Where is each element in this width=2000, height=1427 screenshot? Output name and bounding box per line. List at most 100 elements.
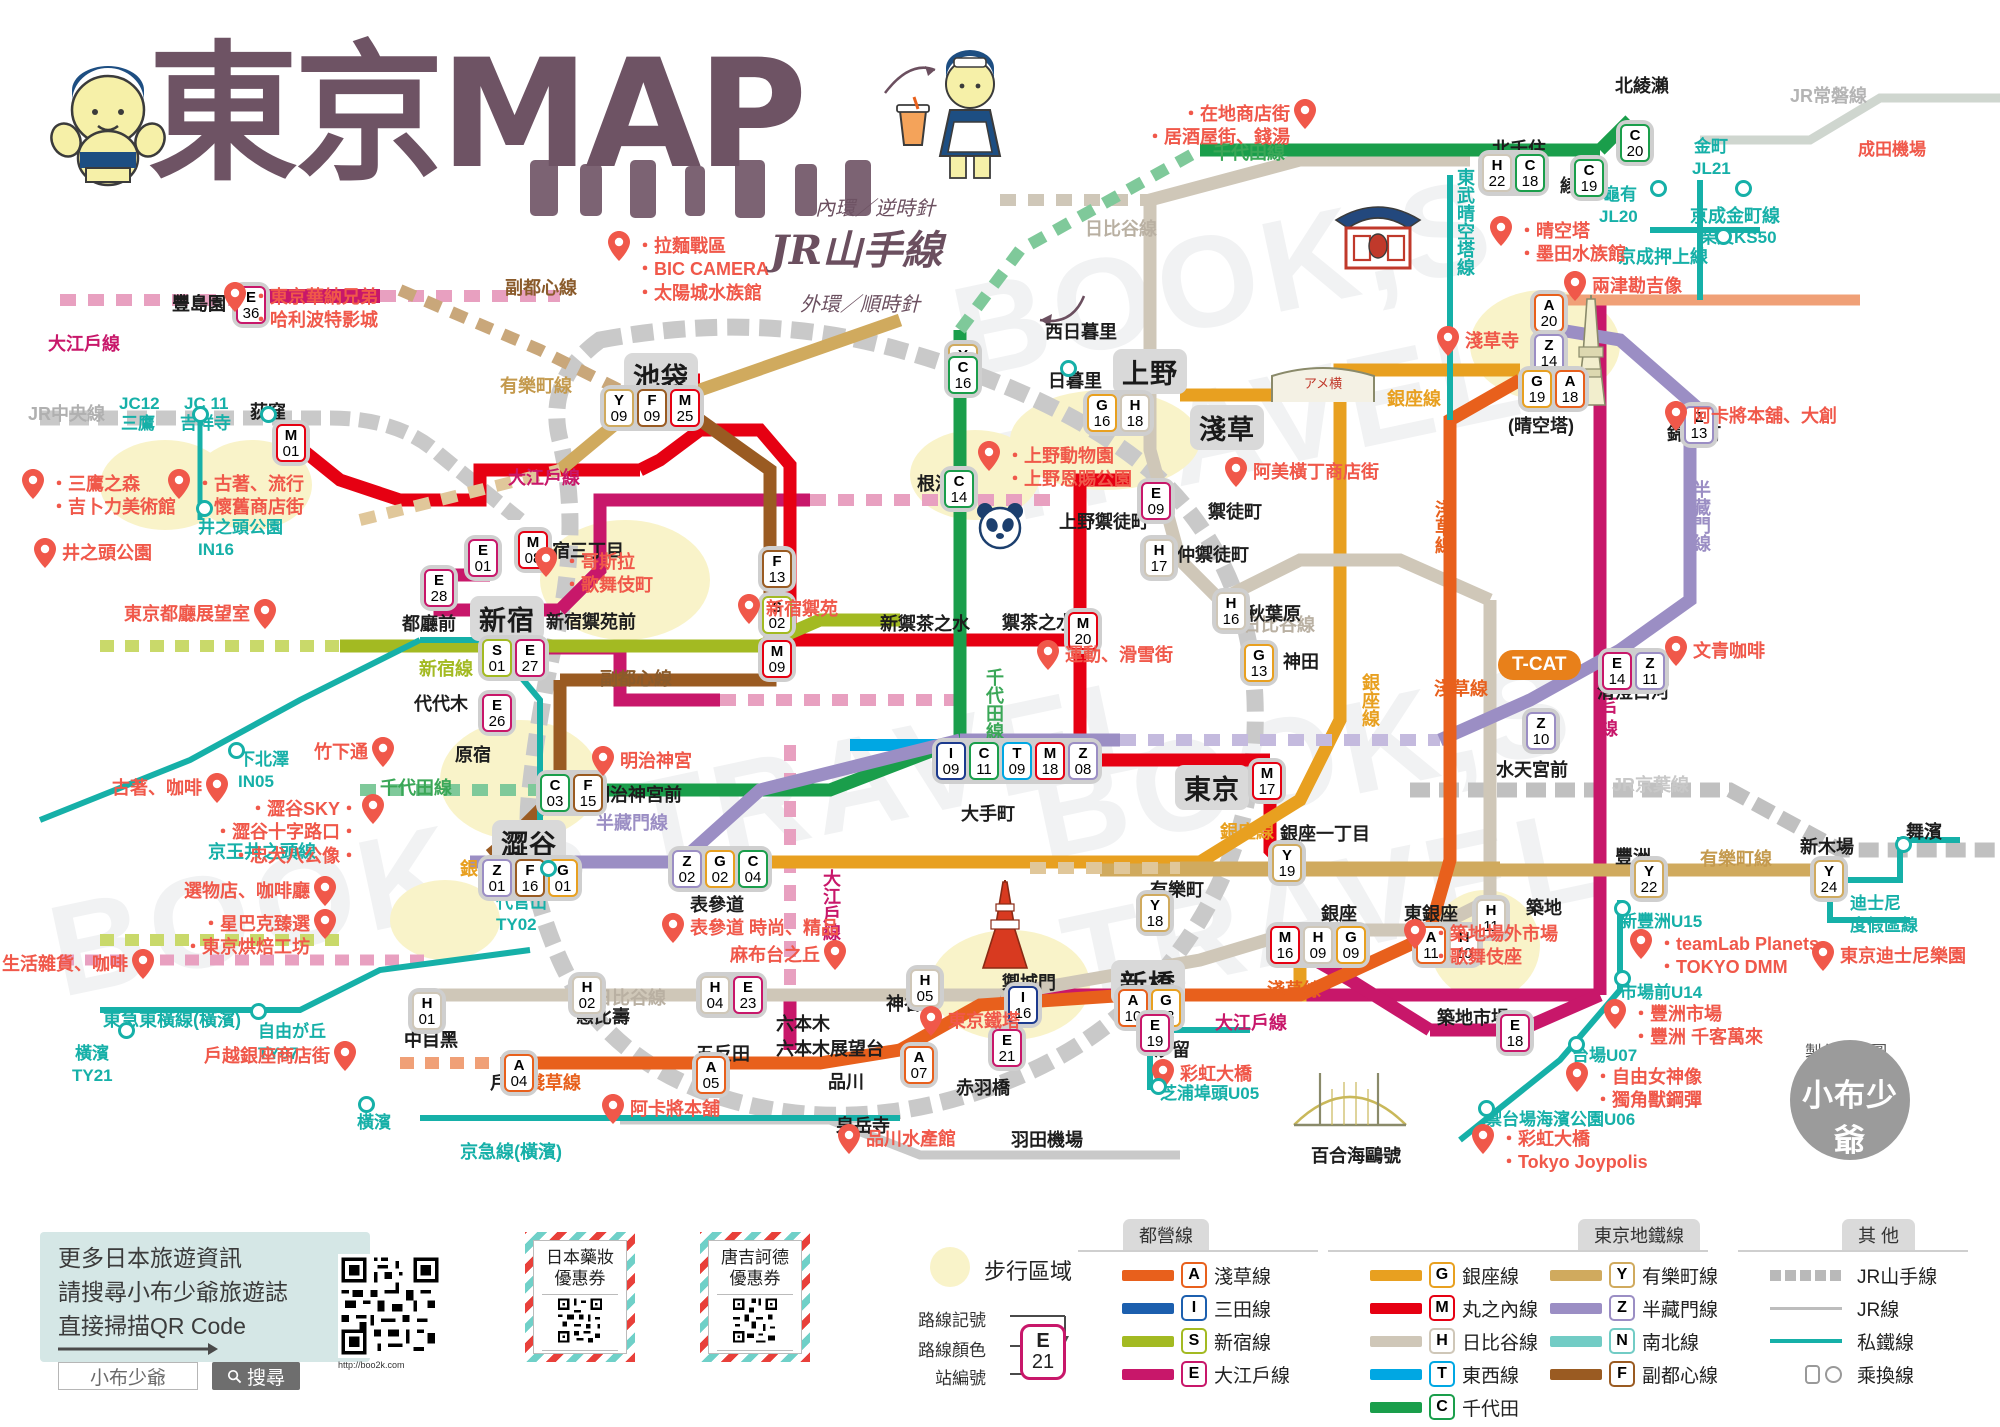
station-name[interactable]: 中目黑 (404, 1030, 458, 1050)
station-name[interactable]: 禦茶之水 (1002, 613, 1074, 633)
station-name[interactable]: 禦徒町 (1208, 502, 1262, 522)
station-name[interactable]: 日暮里 (1048, 371, 1102, 391)
poi-label[interactable]: 阿卡將本舖 (630, 1098, 720, 1121)
poi-label[interactable]: 阿卡將本舖、大創 (1693, 405, 1837, 428)
major-station-name[interactable]: 上野 (1113, 349, 1187, 394)
search-input[interactable]: 小布少爺 (58, 1362, 198, 1390)
poi-label[interactable]: 東京鐵塔 (948, 1010, 1020, 1033)
station-name[interactable]: 北綾瀨 (1615, 76, 1669, 96)
search-button[interactable]: 搜尋 (212, 1362, 300, 1390)
poi-label[interactable]: 文青咖啡 (1693, 640, 1765, 663)
private-rail-station-label[interactable]: 度假區線 (1850, 916, 1918, 935)
private-rail-station-circle[interactable] (118, 1022, 135, 1039)
poi-label[interactable]: ・東京華納兄弟・哈利波特影城 (252, 286, 378, 333)
poi-label[interactable]: 選物店、咖啡廳 (0, 880, 310, 903)
station-name[interactable]: 舞濱 (1906, 822, 1942, 842)
coupon-donki[interactable]: 唐吉訶德 優惠券 (700, 1232, 810, 1362)
qr-code-main[interactable] (338, 1254, 442, 1358)
poi-label[interactable]: ・澀谷SKY・・澀谷十字路口・・忠犬八公像・ (0, 798, 358, 868)
poi-label[interactable]: ・teamLab Planets・TOKYO DMM (1658, 933, 1819, 980)
poi-label[interactable]: ・彩虹大橋・Tokyo Joypolis (1500, 1128, 1648, 1175)
private-rail-station-label[interactable]: TY02 (496, 915, 537, 934)
poi-label[interactable]: 麻布台之丘 (0, 944, 820, 967)
station-name[interactable]: 秋葉原 (1247, 604, 1301, 624)
station-name[interactable]: 都廳前 (402, 614, 456, 634)
private-rail-station-circle[interactable] (1735, 180, 1752, 197)
poi-label[interactable]: 品川水產館 (866, 1128, 956, 1151)
private-rail-station-label[interactable]: 井之頭公園 (198, 518, 283, 537)
poi-label[interactable]: ・築地場外市場・歌舞伎座 (1432, 923, 1558, 970)
poi-label[interactable]: ・自由女神像・獨角獸鋼彈 (1594, 1066, 1702, 1113)
private-rail-station-circle[interactable] (228, 742, 245, 759)
station-name[interactable]: 六本木 (776, 1014, 830, 1034)
station-name[interactable]: 仲禦徒町 (1177, 545, 1249, 565)
station-name[interactable]: (晴空塔) (1508, 416, 1574, 436)
private-rail-station-circle[interactable] (1150, 1078, 1167, 1095)
poi-label[interactable]: ・哥斯拉・歌舞伎町 (563, 551, 653, 598)
poi-label[interactable]: ・三鷹之森・吉卜力美術館 (50, 473, 176, 520)
private-rail-station-label[interactable]: 新豐洲U15 (1620, 912, 1703, 931)
poi-label[interactable]: 兩津勘吉像 (1592, 275, 1682, 298)
station-name[interactable]: 新木場 (1800, 837, 1854, 857)
station-name[interactable]: 築地市場 (1437, 1008, 1509, 1028)
poi-label[interactable]: ・拉麵戰區・BIC CAMERA・太陽城水族館 (636, 235, 769, 305)
private-rail-station-label[interactable]: 禦台場海濱公園U06 (1485, 1110, 1636, 1129)
private-rail-station-label[interactable]: JC12 (119, 394, 160, 413)
poi-label[interactable]: 淺草寺 (1465, 330, 1519, 353)
poi-label[interactable]: 阿美橫丁商店街 (1253, 461, 1379, 484)
station-name[interactable]: 神田 (1283, 652, 1319, 672)
poi-label[interactable]: 東京都廳展望室 (0, 603, 250, 626)
private-rail-station-circle[interactable] (1650, 180, 1667, 197)
poi-label[interactable]: 新宿禦苑 (766, 598, 838, 621)
poi-label[interactable]: 戶越銀座商店街 (0, 1045, 330, 1068)
poi-label[interactable]: 古著、咖啡 (0, 777, 202, 800)
poi-label[interactable]: 井之頭公園 (62, 542, 152, 565)
poi-label[interactable]: ・晴空塔・墨田水族館 (1518, 220, 1626, 267)
poi-label[interactable]: ・星巴克臻選・東京烘焙工坊 (0, 913, 310, 960)
private-rail-station-label[interactable]: 橫濱 (75, 1044, 109, 1063)
private-rail-station-label[interactable]: 柴又KS50 (1700, 228, 1777, 247)
station-name[interactable]: 上野禦徒町 (1059, 512, 1149, 532)
poi-label[interactable]: ・古著、流行・懷舊商店街 (196, 473, 304, 520)
station-name[interactable]: 大手町 (961, 804, 1015, 824)
station-name[interactable]: 東銀座 (1404, 904, 1458, 924)
coupon-drugstore[interactable]: 日本藥妝 優惠券 (525, 1232, 635, 1362)
coupon-qr-code[interactable] (549, 1296, 611, 1346)
private-rail-station-label[interactable]: 成田機場 (1858, 140, 1926, 159)
private-rail-station-label[interactable]: IN05 (238, 772, 274, 791)
station-name[interactable]: 中目黑 (404, 1030, 458, 1050)
station-name[interactable]: 表參道 (690, 895, 744, 915)
private-rail-station-label[interactable]: 金町 (1694, 137, 1728, 156)
poi-label[interactable]: 明治神宮 (620, 750, 692, 773)
poi-label[interactable]: 彩虹大橋 (1180, 1063, 1252, 1086)
poi-label[interactable]: 竹下通 (0, 741, 368, 764)
station-name[interactable]: 水天宮前 (1496, 760, 1568, 780)
